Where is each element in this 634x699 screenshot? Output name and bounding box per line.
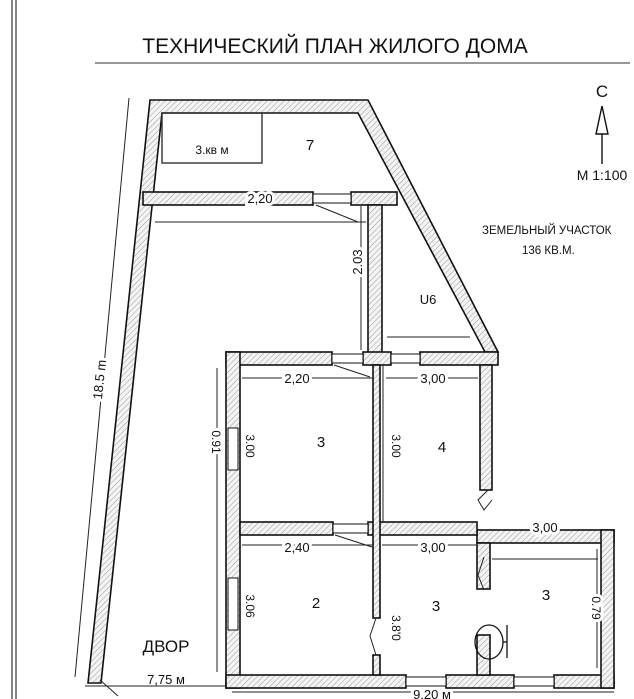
plot-area: 136 КВ.М. xyxy=(522,245,575,257)
meter-icon xyxy=(474,624,508,660)
dim-room3mid-height: 3.8'0 xyxy=(389,615,403,641)
dim-yard-width: 7,75 м xyxy=(147,672,185,687)
storage-area-label: 3.кв м xyxy=(195,143,228,157)
dim-room3right-height: 0.79 xyxy=(589,596,603,620)
dim-corridor-width: 2,20 xyxy=(247,191,272,206)
dimension-lines xyxy=(74,97,614,697)
plan-title: ТЕХНИЧЕСКИЙ ПЛАН ЖИЛОГО ДОМА xyxy=(142,34,527,58)
north-label: С xyxy=(596,82,608,101)
dim-room2-width: 2,40 xyxy=(284,540,309,555)
walls xyxy=(87,99,615,689)
dim-room3mid-width: 3,00 xyxy=(420,540,445,555)
dim-room3right-width: 3,00 xyxy=(532,520,557,535)
yard-label: ДВОР xyxy=(143,637,190,656)
room-3-top-label: 3 xyxy=(317,434,325,451)
plot-label: ЗЕМЕЛЬНЫЙ УЧАСТОК xyxy=(482,224,612,237)
dim-site-length: 18.5 m xyxy=(90,359,109,400)
room-3-right-label: 3 xyxy=(542,587,550,604)
dim-room2-height: 3.06 xyxy=(243,594,257,618)
room-4-label: 4 xyxy=(438,439,446,456)
dim-room4-height: 3.00 xyxy=(389,434,403,458)
dim-corridor-length: 2.03 xyxy=(350,249,365,274)
dim-room4-width: 3,00 xyxy=(420,371,445,386)
dim-house-width: 9,20 м xyxy=(413,687,451,699)
north-arrow-icon: С xyxy=(595,82,609,164)
windows xyxy=(227,193,555,687)
room-2-label: 2 xyxy=(312,595,320,612)
dim-room3-height: 3.00 xyxy=(243,434,257,458)
dim-block-height: 0.91 xyxy=(209,430,223,454)
doors xyxy=(161,112,493,656)
scale-label: М 1:100 xyxy=(577,167,628,183)
room-7-label: 7 xyxy=(306,137,314,154)
room-6-label: U6 xyxy=(420,292,437,307)
room-3-mid-label: 3 xyxy=(432,598,440,615)
dim-room3-width: 2,20 xyxy=(284,371,309,386)
